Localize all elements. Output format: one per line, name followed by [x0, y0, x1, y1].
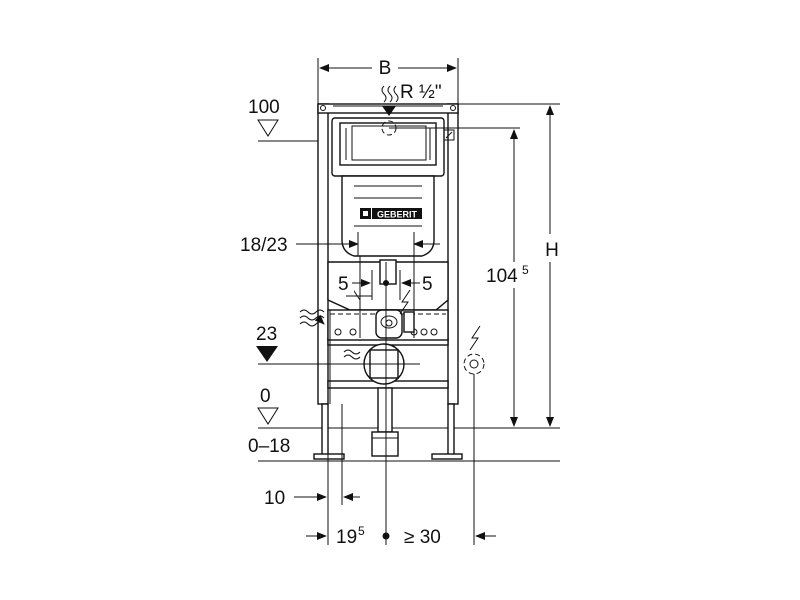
- left-foot: [313, 453, 345, 460]
- level-23: 23: [256, 324, 420, 365]
- guide-lines: [327, 256, 475, 545]
- lower-mechanism: [327, 259, 449, 341]
- level-triangle-solid: [256, 346, 278, 362]
- lightning-icon-inner: [399, 289, 411, 315]
- right-foot: [431, 453, 463, 460]
- water-connection-top: R ½": [381, 82, 520, 136]
- frame-right-leg: [447, 403, 455, 457]
- floor-lines: [258, 140, 560, 462]
- dim-5-5: 5 5: [336, 270, 438, 300]
- cistern-window: [339, 122, 437, 166]
- water-inlet-fitting: [375, 309, 403, 339]
- lightning-icon: [469, 325, 481, 351]
- wavy-arrow-icon: [299, 309, 325, 315]
- frame-left-upright: [317, 103, 329, 405]
- bottom-center-point: [382, 532, 390, 540]
- dim-104-label: 104: [486, 266, 518, 287]
- dim-width: B: [317, 54, 459, 104]
- drain-outlet: [371, 431, 399, 457]
- flush-plate-opening: [351, 125, 427, 161]
- socket-circle: [463, 353, 485, 375]
- height-label: H: [545, 240, 559, 261]
- range-0-18-label: 0–18: [248, 436, 290, 457]
- width-label: B: [379, 58, 392, 79]
- dim-19-sup: 5: [358, 524, 365, 538]
- frame-left-leg: [321, 403, 329, 457]
- frame-right-upright: [447, 103, 459, 405]
- level-0-label: 0: [260, 386, 271, 407]
- cistern: GEBERIT: [331, 117, 455, 257]
- dim-104-sup: 5: [522, 263, 529, 277]
- brand-text: GEBERIT: [377, 210, 418, 220]
- dim-104: 104 5: [484, 129, 544, 427]
- wavy-arrow-icon-2: [343, 349, 361, 355]
- water-icons: [299, 85, 399, 360]
- external-socket: [399, 289, 485, 375]
- dim-height: H: [458, 103, 564, 427]
- electric-box: [403, 311, 415, 333]
- level-23-label: 23: [256, 324, 277, 345]
- wavy-arrow-icon-top: [381, 85, 387, 103]
- dim-18-23-label: 18/23: [240, 235, 288, 256]
- drain-assembly: [363, 343, 405, 457]
- dim-ge30-label: ≥ 30: [404, 527, 441, 548]
- level-0: 0 0–18: [248, 386, 290, 457]
- level-triangle-open-0: [257, 407, 279, 425]
- level-100: 100: [248, 97, 280, 137]
- down-triangle-marker: [382, 106, 396, 116]
- drain-pipe: [377, 387, 393, 433]
- dim-19-label: 19: [336, 527, 357, 548]
- thread-label: R ½": [400, 82, 442, 103]
- level-triangle-open: [257, 119, 279, 137]
- dim-5-right-label: 5: [422, 274, 433, 295]
- brand-logo: [372, 208, 422, 219]
- dim-18-23: 18/23: [240, 232, 440, 256]
- dim-5-left-label: 5: [338, 274, 349, 295]
- level-100-label: 100: [248, 97, 280, 118]
- dim-10-label: 10: [264, 488, 285, 509]
- dim-bottom: 19 5 ≥ 30: [306, 524, 496, 548]
- dim-10: 10: [264, 488, 360, 509]
- flush-pipe: [379, 259, 397, 285]
